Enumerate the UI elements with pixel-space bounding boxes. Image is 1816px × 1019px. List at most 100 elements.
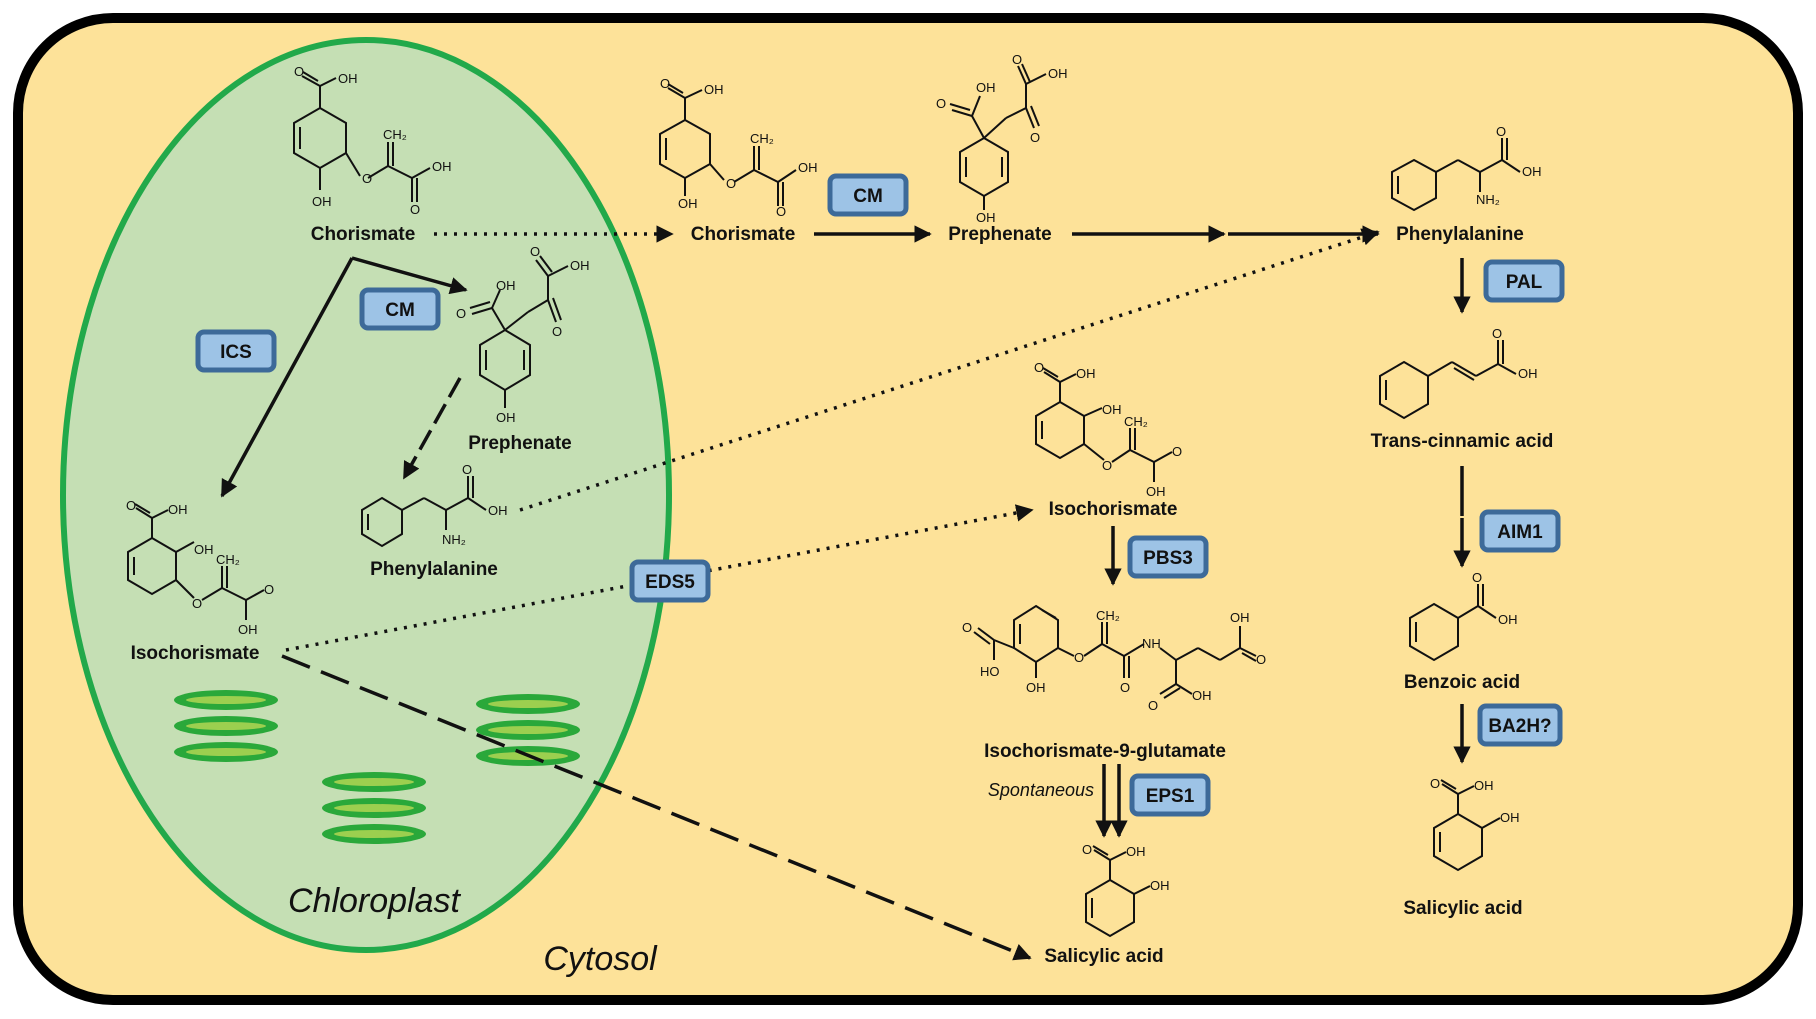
compound-label-isochorismate: Isochorismate	[131, 643, 260, 664]
atom-label: O	[1148, 698, 1158, 713]
enzyme-badge-pbs3: PBS3	[1127, 535, 1209, 579]
atom-label: O	[1492, 326, 1502, 341]
atom-label: O	[552, 324, 562, 339]
enzyme-label: CM	[853, 186, 883, 207]
atom-label: OH	[1230, 610, 1250, 625]
atom-label: NH₂	[442, 532, 466, 547]
atom-label: CH₂	[750, 131, 774, 146]
atom-label: O	[1030, 130, 1040, 145]
atom-label: OH	[976, 80, 996, 95]
benzoic-acid-structure: O OH	[1409, 570, 1518, 662]
thylakoid-stack	[174, 690, 278, 762]
enzyme-label: EPS1	[1146, 786, 1195, 807]
atom-label: OH	[312, 194, 332, 209]
enzyme-label: AIM1	[1497, 522, 1543, 543]
atom-label: O	[962, 620, 972, 635]
atom-label: O	[936, 96, 946, 111]
compound-label-benzoic-acid: Benzoic acid	[1404, 672, 1520, 693]
atom-label: HO	[980, 664, 1000, 679]
atom-label: O	[1496, 124, 1506, 139]
atom-label: OH	[1102, 402, 1122, 417]
atom-label: O	[294, 64, 304, 79]
transport-arrow	[285, 504, 1034, 652]
atom-label: O	[1430, 776, 1440, 791]
compound-label-salicylic-acid: Salicylic acid	[1044, 946, 1163, 967]
atom-label: O	[456, 306, 466, 321]
atom-label: OH	[1026, 680, 1046, 695]
compound-label-isochorismate-9-glutamate: Isochorismate-9-glutamate	[984, 741, 1226, 762]
enzyme-label: BA2H?	[1488, 716, 1551, 737]
atom-label: NH₂	[1476, 192, 1500, 207]
atom-label: OH	[1076, 366, 1096, 381]
atom-label: O	[264, 582, 274, 597]
thylakoid-stack	[322, 772, 426, 844]
compound-label-phenylalanine: Phenylalanine	[370, 559, 498, 580]
atom-label: O	[776, 204, 786, 219]
enzyme-badge-eds5: EDS5	[629, 559, 711, 603]
isochorismate-structure: O OH OH CH₂ O O OH	[126, 498, 274, 637]
atom-label: OH	[976, 210, 996, 225]
atom-label: O	[726, 176, 736, 191]
atom-label: OH	[1048, 66, 1068, 81]
atom-label: OH	[1498, 612, 1518, 627]
reaction-arrow	[351, 256, 468, 295]
atom-label: OH	[798, 160, 818, 175]
atom-label: O	[1172, 444, 1182, 459]
enzyme-label: ICS	[220, 342, 252, 363]
atom-label: OH	[1150, 878, 1170, 893]
atom-label: OH	[1518, 366, 1538, 381]
atom-label: OH	[704, 82, 724, 97]
chloroplast-label: Chloroplast	[288, 882, 462, 920]
atom-label: O	[1256, 652, 1266, 667]
compound-label-isochorismate: Isochorismate	[1049, 499, 1178, 520]
enzyme-badge-aim1: AIM1	[1479, 509, 1561, 553]
enzyme-badge-cm: CM	[827, 173, 909, 217]
compound-label-chorismate: Chorismate	[311, 224, 416, 245]
atom-label: OH	[488, 503, 508, 518]
atom-label: OH	[1146, 484, 1166, 499]
enzyme-label: CM	[385, 300, 415, 321]
cytosol-label: Cytosol	[543, 940, 658, 978]
atom-label: NH	[1142, 636, 1161, 651]
trans-cinnamic-acid-structure: O OH	[1379, 326, 1538, 420]
atom-label: OH	[1474, 778, 1494, 793]
enzyme-badge-pal: PAL	[1483, 259, 1565, 303]
atom-label: OH	[194, 542, 214, 557]
enzyme-badge-ics: ICS	[195, 329, 277, 373]
atom-label: CH₂	[216, 552, 240, 567]
atom-label: O	[1082, 842, 1092, 857]
reaction-arrow	[220, 257, 354, 498]
atom-label: O	[1034, 360, 1044, 375]
enzyme-badge-eps1: EPS1	[1129, 773, 1211, 817]
atom-label: OH	[238, 622, 258, 637]
atom-label: O	[530, 244, 540, 259]
atom-label: OH	[168, 502, 188, 517]
atom-label: O	[1012, 52, 1022, 67]
phenylalanine-structure: O OH NH₂	[1391, 124, 1542, 212]
chorismate-structure: O OH CH₂ O OH O OH	[293, 64, 452, 217]
atom-label: OH	[570, 258, 590, 273]
atom-label: OH	[496, 410, 516, 425]
atom-label: O	[126, 498, 136, 513]
atom-label: CH₂	[383, 127, 407, 142]
compound-label-prephenate: Prephenate	[468, 433, 571, 454]
atom-label: O	[1472, 570, 1482, 585]
enzyme-badge-cm: CM	[359, 287, 441, 331]
atom-label: OH	[1500, 810, 1520, 825]
compound-label-prephenate: Prephenate	[948, 224, 1051, 245]
atom-label: OH	[338, 71, 358, 86]
atom-label: CH₂	[1124, 414, 1148, 429]
atom-label: O	[192, 596, 202, 611]
atom-label: OH	[1192, 688, 1212, 703]
isochorismate-structure: O OH OH CH₂ O O OH	[1034, 360, 1182, 499]
salicylic-acid-structure: O OH OH	[1430, 776, 1520, 872]
spontaneous-note: Spontaneous	[988, 780, 1094, 800]
enzyme-badge-ba2h: BA2H?	[1477, 703, 1563, 747]
prephenate-structure: O OH O O OH OH	[456, 244, 590, 425]
reaction-arrow	[402, 377, 462, 480]
atom-label: OH	[1126, 844, 1146, 859]
thylakoid-stack	[476, 694, 580, 766]
enzyme-label: PAL	[1506, 272, 1543, 293]
atom-label: O	[660, 76, 670, 91]
compound-label-chorismate: Chorismate	[691, 224, 796, 245]
